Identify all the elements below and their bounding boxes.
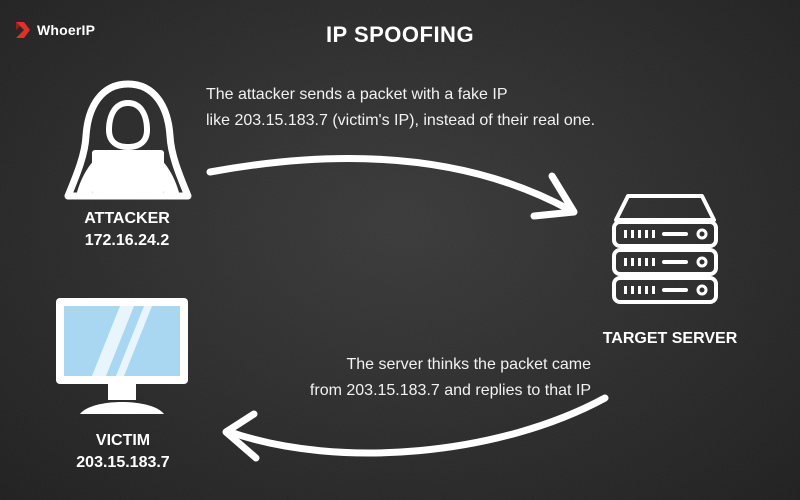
- attacker-title: ATTACKER: [84, 210, 170, 227]
- attack-description: The attacker sends a packet with a fake …: [206, 82, 595, 134]
- reply-description-line-2: from 203.15.183.7 and replies to that IP: [309, 382, 591, 399]
- target-server-label: TARGET SERVER: [602, 330, 738, 347]
- diagram-title: IP SPOOFING: [325, 22, 475, 47]
- whoerip-logo-icon: [16, 22, 30, 38]
- whoerip-logo[interactable]: WhoerIP: [14, 20, 95, 40]
- brand-name: WhoerIP: [37, 22, 96, 38]
- monitor-icon: [56, 298, 188, 414]
- attack-arrowhead: [530, 172, 578, 220]
- hacker-icon: [64, 80, 192, 200]
- reply-description: The server thinks the packet came from 2…: [247, 352, 591, 404]
- server-icon: [612, 194, 718, 304]
- attack-description-line-2: like 203.15.183.7 (victim's IP), instead…: [206, 112, 596, 129]
- victim-label: VICTIM 203.15.183.7: [58, 430, 188, 474]
- attack-arrow: [206, 155, 574, 214]
- reply-arrow: [226, 394, 609, 457]
- reply-description-line-1: The server thinks the packet came: [346, 356, 591, 373]
- attack-description-line-1: The attacker sends a packet with a fake …: [206, 86, 508, 103]
- victim-title: VICTIM: [95, 432, 151, 449]
- attacker-label: ATTACKER 172.16.24.2: [62, 208, 192, 252]
- victim-ip: 203.15.183.7: [76, 454, 170, 471]
- reply-arrowhead: [222, 410, 260, 462]
- attacker-ip: 172.16.24.2: [84, 232, 170, 249]
